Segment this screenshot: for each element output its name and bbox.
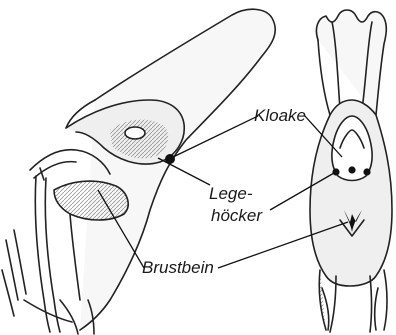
side-view-figure	[2, 9, 275, 334]
label-legehoecker-line2: höcker	[211, 207, 262, 225]
label-legehoecker-line1: Lege-	[209, 185, 252, 203]
label-brustbein: Brustbein	[142, 259, 214, 277]
label-kloake: Kloake	[254, 107, 306, 125]
ventral-view-figure	[310, 10, 392, 332]
